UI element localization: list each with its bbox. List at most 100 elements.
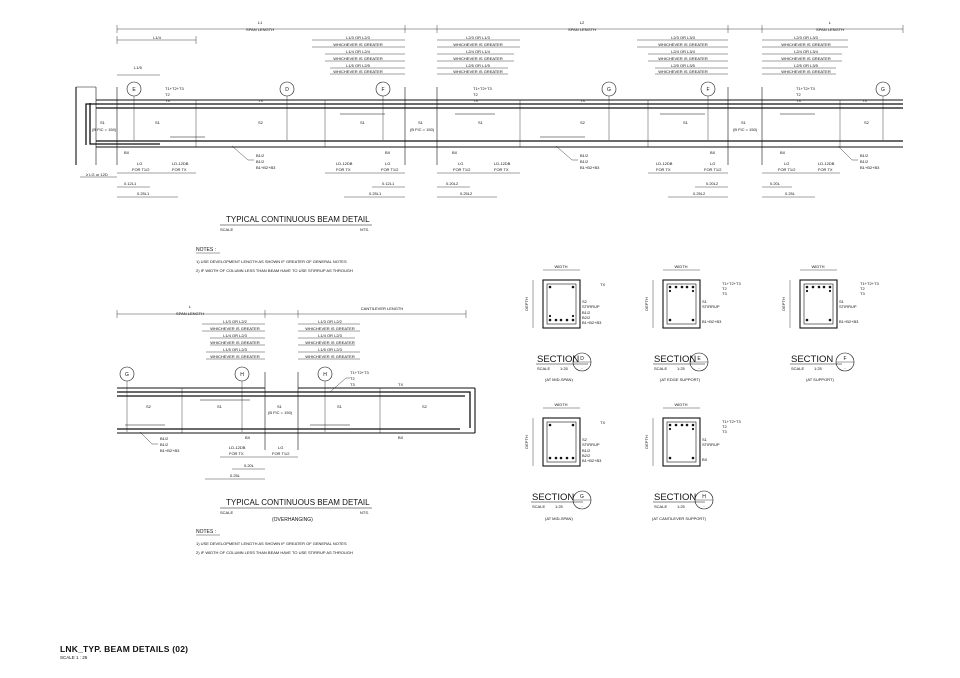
span-label-l1: L1	[258, 20, 263, 25]
dim-text: WHICHEVER IS GREATER	[453, 42, 503, 47]
bar-label: T2	[165, 92, 170, 97]
section-depth: DEPTH	[524, 297, 529, 311]
beam-detail-1: L1 SPAN LENGTH L2 SPAN LENGTH L SPAN LEN…	[75, 20, 904, 232]
dim-text: L1/5 OR L2/5	[346, 63, 371, 68]
stirrup-label: S2	[258, 120, 264, 125]
section-h: WIDTH DEPTH T1+T2+T3 T2 T3 S1 STIRRUP BX…	[644, 402, 741, 521]
section-label: S2	[582, 437, 588, 442]
section-g: WIDTH DEPTH TX S2 STIRRUP B1/2 B2/2 B1+B…	[524, 402, 605, 521]
section-dash: -	[703, 503, 705, 508]
section-dash: -	[698, 365, 700, 370]
stirrup-label: (B FIC = 150)	[733, 127, 758, 132]
section-depth: DEPTH	[781, 297, 786, 311]
dim-text: WHICHEVER IS GREATER	[210, 354, 260, 359]
section-label: S1	[839, 299, 845, 304]
section-marker-label: H	[323, 372, 327, 378]
note-item: 2) IF WIDTH OF COLUMN LESS THAN BEAM HAV…	[196, 268, 353, 273]
bar-label: TX	[862, 98, 867, 103]
section-label: T1+T2+T3	[722, 419, 741, 424]
dim-text: WHICHEVER IS GREATER	[305, 354, 355, 359]
sheet-scale: SCALE 1 : 25	[60, 655, 88, 660]
beam2-outline	[117, 372, 476, 450]
section-label: B1/2	[582, 448, 591, 453]
dim-text: WHICHEVER IS GREATER	[781, 42, 831, 47]
bottom-label: BX	[245, 435, 251, 440]
top-dims: L1/4 L1/3 OR L2/3 WHICHEVER IS GREATER L…	[116, 35, 848, 76]
dim-text: WHICHEVER IS GREATER	[333, 42, 383, 47]
bar-label: T1+T2+T3	[796, 86, 815, 91]
bottom-dim: 0.20L	[770, 181, 781, 186]
section-label: T3	[722, 429, 727, 434]
stirrup-label: S1	[418, 120, 424, 125]
section-title: SECTION	[654, 354, 696, 365]
bar-label: T3	[350, 382, 355, 387]
section-dash: -	[844, 365, 846, 370]
dim-l14: L1/4	[153, 35, 162, 40]
stirrup-label: S2	[580, 120, 586, 125]
section-depth: DEPTH	[644, 435, 649, 449]
section-label: B1+B2+B3	[839, 319, 859, 324]
bottom-label: BX	[710, 150, 716, 155]
bar-label: T2	[350, 376, 355, 381]
bottom-label: BX	[780, 150, 786, 155]
lap-label: LG	[710, 161, 715, 166]
stirrup-label: S2	[422, 404, 428, 409]
stirrup-label: S1	[155, 120, 161, 125]
section-width: WIDTH	[674, 402, 687, 407]
section-marker-label: G	[125, 372, 129, 378]
section-marker-label: E	[132, 87, 136, 93]
section-label: T3	[860, 291, 865, 296]
bottom-label: B1/2	[256, 159, 265, 164]
bottom-label: BX	[398, 435, 404, 440]
dim-text: WHICHEVER IS GREATER	[658, 56, 708, 61]
section-depth: DEPTH	[524, 435, 529, 449]
section-label: B2/2	[582, 453, 591, 458]
section-title: SECTION	[654, 492, 696, 503]
bottom-label: B1/2	[256, 153, 265, 158]
note-item: 2) IF WIDTH OF COLUMN LESS THAN BEAM HAV…	[196, 550, 353, 555]
stirrup-label: S1	[337, 404, 343, 409]
bar-label: TX	[258, 98, 263, 103]
span-label-l2: L2	[580, 20, 585, 25]
lap-label: LD-12DB	[336, 161, 353, 166]
beam1-outline	[75, 86, 903, 165]
section-marker-label: G	[607, 87, 611, 93]
dim-text: L2/3 OR L1/3	[466, 35, 491, 40]
section-ratio: 1:25	[814, 366, 823, 371]
lap-label: LD-12DB	[818, 161, 835, 166]
section-letter: F	[843, 356, 846, 362]
bar-label: TX	[398, 382, 403, 387]
cantilever-label: CANTILEVER LENGTH	[361, 306, 404, 311]
note-item: 1) USE DEVELOPMENT LENGTH AS SHOWN IF GR…	[196, 541, 347, 546]
dim-text: WHICHEVER IS GREATER	[658, 42, 708, 47]
section-marker-label: D	[285, 87, 289, 93]
span-length-3: SPAN LENGTH	[816, 27, 844, 32]
section-label: T2	[722, 286, 727, 291]
section-marker-label: G	[881, 87, 885, 93]
dim-text: L2/4 OR L1/4	[466, 49, 491, 54]
section-marker-label: F	[706, 87, 709, 93]
section-title: SECTION	[537, 354, 579, 365]
bar-label: TX	[580, 98, 585, 103]
section-dash: -	[581, 503, 583, 508]
bar-label: T1+T2+T3	[165, 86, 184, 91]
notes-heading: NOTES :	[196, 247, 216, 253]
bottom-label: B1/2	[160, 436, 169, 441]
dim-text: WHICHEVER IS GREATER	[333, 56, 383, 61]
section-label: B2/2	[582, 315, 591, 320]
section-letter: E	[697, 356, 701, 362]
span-length-1: SPAN LENGTH	[246, 27, 274, 32]
lap-label: LD-12DB	[656, 161, 673, 166]
section-scale: SCALE	[654, 504, 667, 509]
section-markers-1: E D F G F G	[126, 81, 891, 140]
bottom-dim: 0.20L	[244, 463, 255, 468]
bottom-dim: 0.25L2	[693, 191, 706, 196]
section-e: WIDTH DEPTH T1+T2+T3 T2 T3 S1 STIRRUP B1…	[644, 264, 741, 382]
section-desc: (AT MID-SPAN)	[545, 377, 573, 382]
section-marker-label: F	[381, 87, 384, 93]
dim-text: L1/4 OR L2/4	[346, 49, 371, 54]
dim-text: L1/4 OR L2/3	[223, 333, 248, 338]
bar-label: T3	[473, 98, 478, 103]
bottom-label: B1+B2+B3	[860, 165, 880, 170]
stirrup-label: (B FIC = 150)	[410, 127, 435, 132]
